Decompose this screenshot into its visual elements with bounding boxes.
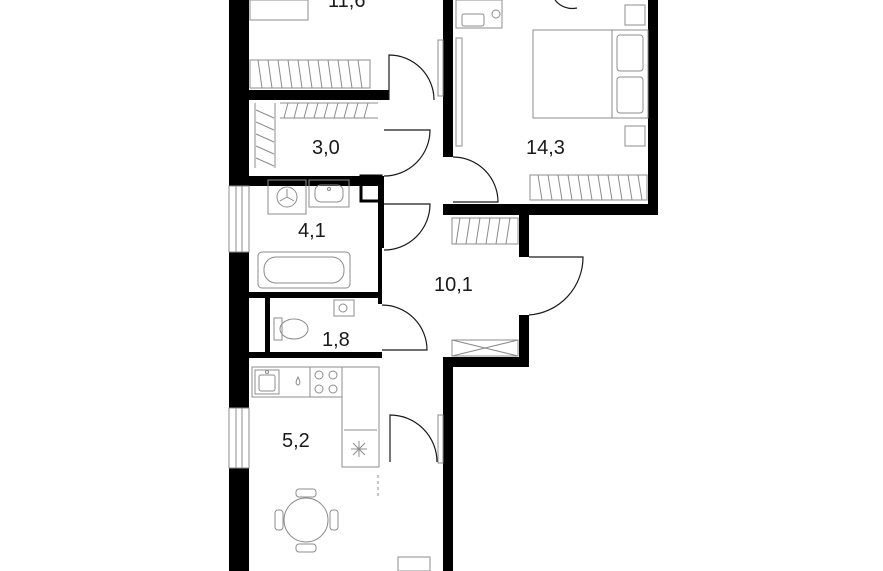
bathroom-area: 4,1 xyxy=(298,220,326,242)
bathroom-sink xyxy=(308,179,350,208)
wall-step xyxy=(443,357,529,367)
top-room-wardrobe xyxy=(249,0,371,89)
bedroom-area: 14,3 xyxy=(526,137,565,159)
stove xyxy=(309,366,343,398)
door-entrance xyxy=(528,256,584,316)
wall-hall-right-lower xyxy=(443,357,453,571)
wardrobe-shelving xyxy=(254,102,378,168)
hall-wardrobe xyxy=(451,217,519,245)
wall-bedroom-right xyxy=(648,0,658,215)
door-kitchen xyxy=(389,414,438,463)
dining-table xyxy=(283,497,329,543)
window-hall-left xyxy=(437,39,444,97)
walls xyxy=(229,0,658,571)
hallway-fixtures xyxy=(451,217,519,357)
door-bedroom xyxy=(452,156,499,203)
toilet-fixtures xyxy=(273,299,355,341)
bathtub xyxy=(257,251,351,289)
toilet-area: 1,8 xyxy=(322,329,350,351)
wardrobe-area: 3,0 xyxy=(312,137,340,159)
nightstand-top xyxy=(624,4,646,26)
toilet-sink xyxy=(333,299,355,317)
wall-bedroom-bottom xyxy=(443,204,658,215)
fixtures xyxy=(249,0,649,571)
wall-right-exterior-upper xyxy=(519,215,529,257)
hallway-area: 10,1 xyxy=(434,274,473,296)
left-exterior-wall-bottom xyxy=(229,468,249,571)
left-exterior-wall-mid xyxy=(229,252,249,408)
wall-toilet-left xyxy=(265,298,270,357)
door-top-right xyxy=(554,0,578,10)
toilet-bowl xyxy=(279,318,309,340)
fan-icon xyxy=(351,441,367,457)
window-kitchen xyxy=(228,407,250,469)
nightstand-bottom xyxy=(624,125,646,147)
wall-bath-right xyxy=(378,176,384,248)
wall-bedroom-left xyxy=(443,0,453,157)
hall-utility-box xyxy=(451,339,519,357)
wall-bath-right-lower xyxy=(378,248,382,304)
kitchen-area: 5,2 xyxy=(282,430,310,452)
door-bathroom xyxy=(383,203,431,251)
top-room-area: 11,6 xyxy=(328,0,365,12)
wall-wardrobe-bottom xyxy=(249,176,384,186)
bathroom-fixtures xyxy=(257,174,383,289)
window-bathroom xyxy=(228,185,250,253)
doors xyxy=(381,0,584,463)
wall-toilet-bottom xyxy=(249,352,382,358)
wall-bath-bottom xyxy=(249,292,382,298)
left-exterior-wall-top xyxy=(229,0,249,186)
kitchen-fixtures xyxy=(251,366,431,571)
washing-machine xyxy=(267,179,307,215)
wall-right-exterior-lower xyxy=(519,315,529,367)
bedroom-furniture xyxy=(455,0,649,201)
window-hall-lower xyxy=(437,414,444,464)
door-top-room xyxy=(388,54,435,101)
door-wardrobe xyxy=(383,129,431,177)
windows xyxy=(228,39,444,469)
door-toilet xyxy=(381,304,428,351)
double-bed xyxy=(532,29,649,119)
wall-top-room-bottom xyxy=(249,90,389,100)
shaft xyxy=(359,174,383,203)
room-labels: 11,6 3,0 14,3 4,1 10,1 1,8 5,2 xyxy=(282,0,565,452)
